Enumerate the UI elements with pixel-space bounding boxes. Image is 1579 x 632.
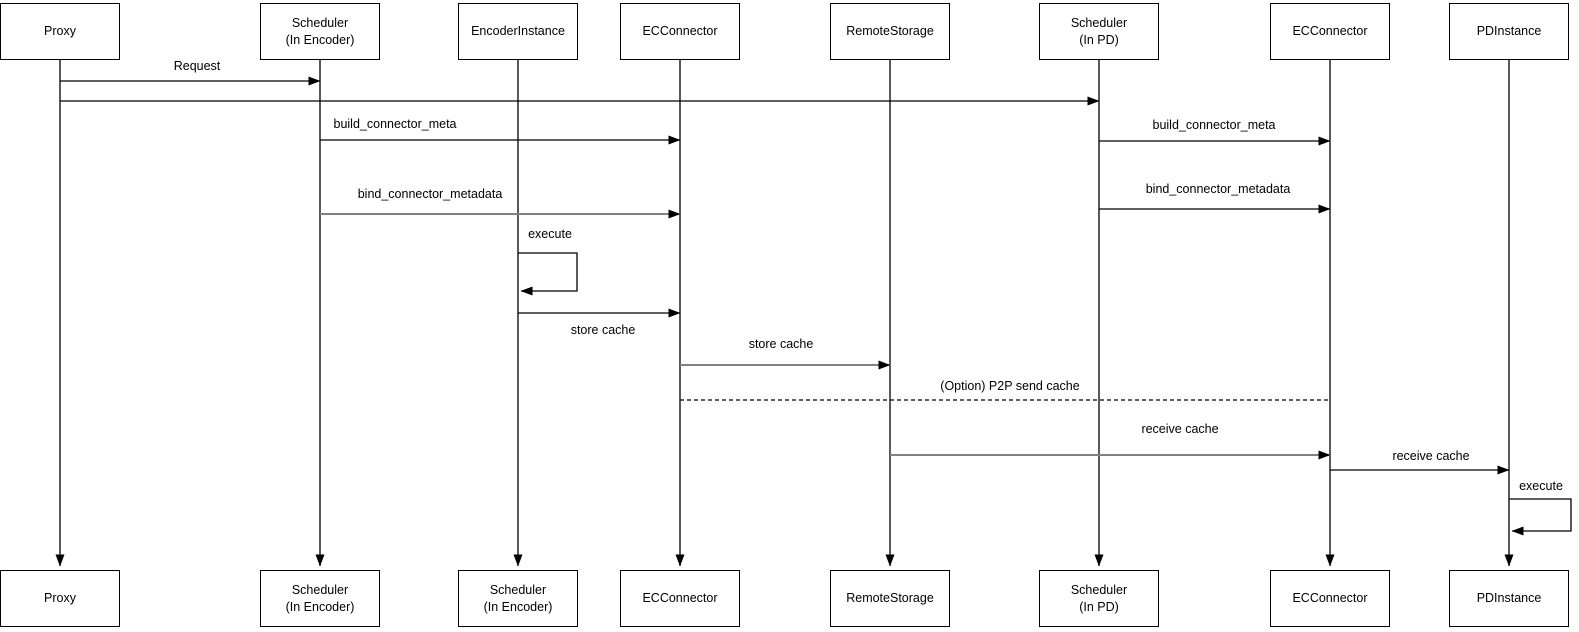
actor-top-ec-connector-pd: ECConnector xyxy=(1270,3,1390,60)
actor-label: ECConnector xyxy=(642,24,718,39)
actor-label: PDInstance xyxy=(1476,591,1542,606)
message-label-store-cache-right: store cache xyxy=(748,337,814,351)
actor-bottom-scheduler-encoder: Scheduler (In Encoder) xyxy=(260,570,380,627)
actor-label: ECConnector xyxy=(642,591,718,606)
message-label-store-cache-left: store cache xyxy=(570,323,636,337)
actor-label: ECConnector xyxy=(1292,24,1368,39)
message-label-build-connector-meta-left: build_connector_meta xyxy=(333,117,457,131)
actor-top-encoder-instance: EncoderInstance xyxy=(458,3,578,60)
actor-bottom-scheduler-pd: Scheduler (In PD) xyxy=(1039,570,1159,627)
message-label-receive-cache-right: receive cache xyxy=(1392,449,1470,463)
actor-label: Proxy xyxy=(44,24,76,39)
actor-top-proxy: Proxy xyxy=(0,3,120,60)
message-label-request: Request xyxy=(173,59,221,73)
actor-label: Proxy xyxy=(44,591,76,606)
actor-bottom-remote-storage: RemoteStorage xyxy=(830,570,950,627)
message-label-execute-encoder: execute xyxy=(528,227,572,241)
actor-top-scheduler-pd: Scheduler (In PD) xyxy=(1039,3,1159,60)
actor-bottom-ec-connector: ECConnector xyxy=(620,570,740,627)
actor-label: Scheduler (In Encoder) xyxy=(285,15,355,47)
actor-label: PDInstance xyxy=(1476,24,1542,39)
actor-bottom-ec-connector-pd: ECConnector xyxy=(1270,570,1390,627)
actor-label: Scheduler (In PD) xyxy=(1070,582,1128,614)
message-label-p2p-send-cache: (Option) P2P send cache xyxy=(940,379,1080,393)
actor-top-pd-instance: PDInstance xyxy=(1449,3,1569,60)
message-label-bind-connector-metadata-right: bind_connector_metadata xyxy=(1145,182,1291,196)
actor-label: Scheduler (In Encoder) xyxy=(483,582,553,614)
actor-label: RemoteStorage xyxy=(846,24,934,39)
loop-execute-encoder xyxy=(518,252,578,296)
message-label-receive-cache-left: receive cache xyxy=(1141,422,1219,436)
actor-bottom-pd-instance: PDInstance xyxy=(1449,570,1569,627)
actor-label: ECConnector xyxy=(1292,591,1368,606)
actor-bottom-scheduler-encoder-2: Scheduler (In Encoder) xyxy=(458,570,578,627)
actor-top-ec-connector: ECConnector xyxy=(620,3,740,60)
message-label-build-connector-meta-right: build_connector_meta xyxy=(1152,118,1276,132)
actor-label: Scheduler (In PD) xyxy=(1070,15,1128,47)
actor-label: RemoteStorage xyxy=(846,591,934,606)
actor-bottom-proxy: Proxy xyxy=(0,570,120,627)
loop-execute-pd xyxy=(1509,498,1572,536)
actor-top-remote-storage: RemoteStorage xyxy=(830,3,950,60)
actor-label: Scheduler (In Encoder) xyxy=(285,582,355,614)
actor-label: EncoderInstance xyxy=(471,24,565,39)
message-label-bind-connector-metadata-left: bind_connector_metadata xyxy=(357,187,503,201)
actor-top-scheduler-encoder: Scheduler (In Encoder) xyxy=(260,3,380,60)
message-label-execute-pd: execute xyxy=(1519,479,1563,493)
